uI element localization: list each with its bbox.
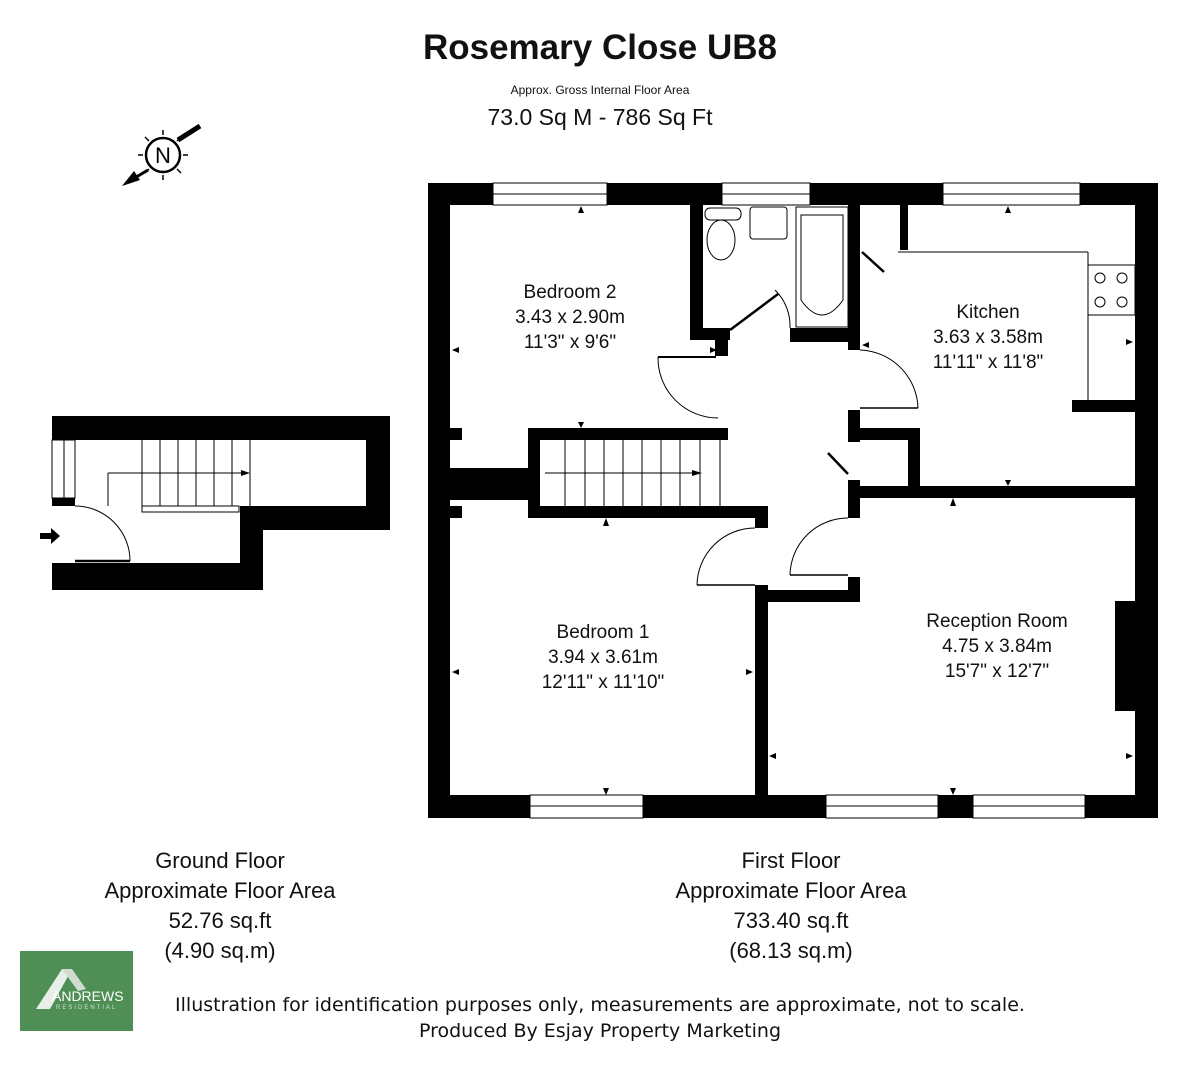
disclaimer-text: Illustration for identification purposes… bbox=[175, 994, 1025, 1016]
floor-sqm: (4.90 sq.m) bbox=[164, 938, 276, 963]
room-metric: 3.94 x 3.61m bbox=[548, 647, 658, 668]
room-imperial: 15'7" x 12'7" bbox=[944, 661, 1050, 682]
room-name: Bedroom 1 bbox=[556, 622, 650, 643]
room-metric: 3.43 x 2.90m bbox=[515, 307, 625, 328]
floor-name: First Floor bbox=[741, 848, 841, 873]
ground-floor-plan bbox=[40, 416, 390, 590]
floor-label: Approximate Floor Area bbox=[104, 878, 336, 903]
room-name: Bedroom 2 bbox=[523, 282, 617, 303]
first-floor-plan bbox=[428, 182, 1158, 819]
room-name: Kitchen bbox=[956, 302, 1020, 323]
floor-name: Ground Floor bbox=[155, 848, 285, 873]
disclaimer: Illustration for identification purposes… bbox=[0, 994, 1200, 1016]
floor-sqft: 52.76 sq.ft bbox=[168, 908, 272, 933]
andrews-logo: ANDREWS RESIDENTIAL bbox=[20, 951, 133, 1031]
room-metric: 4.75 x 3.84m bbox=[942, 636, 1052, 657]
entrance-arrow-icon bbox=[40, 528, 60, 544]
subtitle: Approx. Gross Internal Floor Area bbox=[510, 83, 690, 97]
room-imperial: 12'11" x 11'10" bbox=[541, 672, 665, 693]
room-imperial: 11'11" x 11'8" bbox=[932, 352, 1044, 373]
room-imperial: 11'3" x 9'6" bbox=[523, 332, 617, 353]
ground-floor-caption: Ground Floor Approximate Floor Area 52.7… bbox=[70, 846, 370, 966]
roof-icon bbox=[36, 969, 86, 1009]
room-bedroom-2: Bedroom 2 3.43 x 2.90m 11'3" x 9'6" bbox=[470, 280, 670, 355]
logo-name: ANDREWS bbox=[52, 988, 124, 1004]
bathroom-fixtures bbox=[657, 206, 919, 419]
producer-credit: Produced By Esjay Property Marketing bbox=[418, 1020, 782, 1042]
room-name: Reception Room bbox=[926, 611, 1068, 632]
room-metric: 3.63 x 3.58m bbox=[933, 327, 1043, 348]
page-title: Rosemary Close UB8 bbox=[422, 28, 778, 67]
room-reception: Reception Room 4.75 x 3.84m 15'7" x 12'7… bbox=[887, 609, 1107, 684]
floor-sqm: (68.13 sq.m) bbox=[729, 938, 853, 963]
total-area: 73.0 Sq M - 786 Sq Ft bbox=[487, 104, 713, 130]
first-floor-caption: First Floor Approximate Floor Area 733.4… bbox=[641, 846, 941, 966]
dimension-markers bbox=[452, 206, 1133, 795]
north-arrow-icon: N bbox=[122, 123, 202, 186]
room-bedroom-1: Bedroom 1 3.94 x 3.61m 12'11" x 11'10" bbox=[503, 620, 703, 695]
room-kitchen: Kitchen 3.63 x 3.58m 11'11" x 11'8" bbox=[888, 300, 1088, 375]
logo-tagline: RESIDENTIAL bbox=[56, 1005, 118, 1011]
floor-label: Approximate Floor Area bbox=[675, 878, 907, 903]
floor-sqft: 733.40 sq.ft bbox=[733, 908, 849, 933]
compass-label: N bbox=[155, 143, 171, 168]
